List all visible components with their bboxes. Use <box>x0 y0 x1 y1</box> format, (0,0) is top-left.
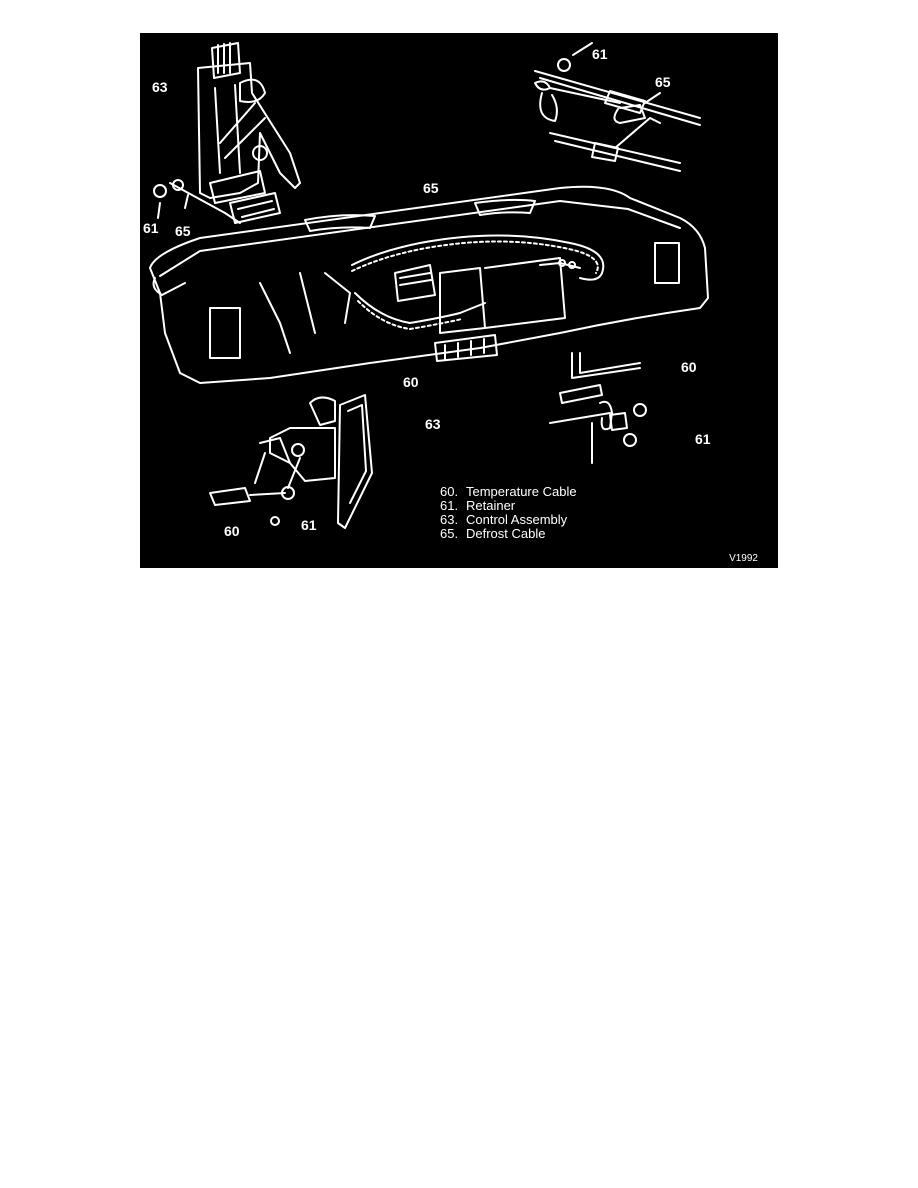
callout-60-lower: 60 <box>224 523 240 539</box>
legend-item: 63. Control Assembly <box>440 513 577 527</box>
legend-item: 61. Retainer <box>440 499 577 513</box>
control-assembly-upper-illustration <box>153 42 301 224</box>
callout-61-lower: 61 <box>301 517 317 533</box>
defrost-cable-detail-illustration <box>534 42 701 172</box>
legend-text: Retainer <box>466 498 516 513</box>
legend-item: 60. Temperature Cable <box>440 485 577 499</box>
callout-65-upper-left: 65 <box>175 223 191 239</box>
callout-61-upper-left: 61 <box>143 220 159 236</box>
legend-number: 61. <box>440 498 459 513</box>
figure-id-code: V1992 <box>729 553 758 564</box>
legend-item: 65. Defrost Cable <box>440 527 577 541</box>
callout-60-right: 60 <box>681 359 697 375</box>
hvac-cable-diagram: 63 61 65 61 65 65 60 60 61 63 60 61 60. … <box>140 33 778 568</box>
callout-60-dash: 60 <box>403 374 419 390</box>
instrument-panel-illustration <box>149 185 709 384</box>
legend-number: 60. <box>440 484 459 499</box>
callout-65-upper-right: 65 <box>655 74 671 90</box>
legend-number: 65. <box>440 526 459 541</box>
temperature-cable-detail-illustration <box>549 352 647 464</box>
callout-63-upper: 63 <box>152 79 168 95</box>
control-assembly-lower-illustration <box>209 394 373 529</box>
legend-number: 63. <box>440 512 459 527</box>
diagram-drawing <box>149 42 709 529</box>
legend-text: Defrost Cable <box>466 526 546 541</box>
callout-63-lower: 63 <box>425 416 441 432</box>
parts-legend: 60. Temperature Cable 61. Retainer 63. C… <box>440 485 577 541</box>
callout-65-dash: 65 <box>423 180 439 196</box>
legend-text: Control Assembly <box>466 512 568 527</box>
callout-61-right: 61 <box>695 431 711 447</box>
callout-61-upper-right: 61 <box>592 46 608 62</box>
legend-text: Temperature Cable <box>466 484 577 499</box>
